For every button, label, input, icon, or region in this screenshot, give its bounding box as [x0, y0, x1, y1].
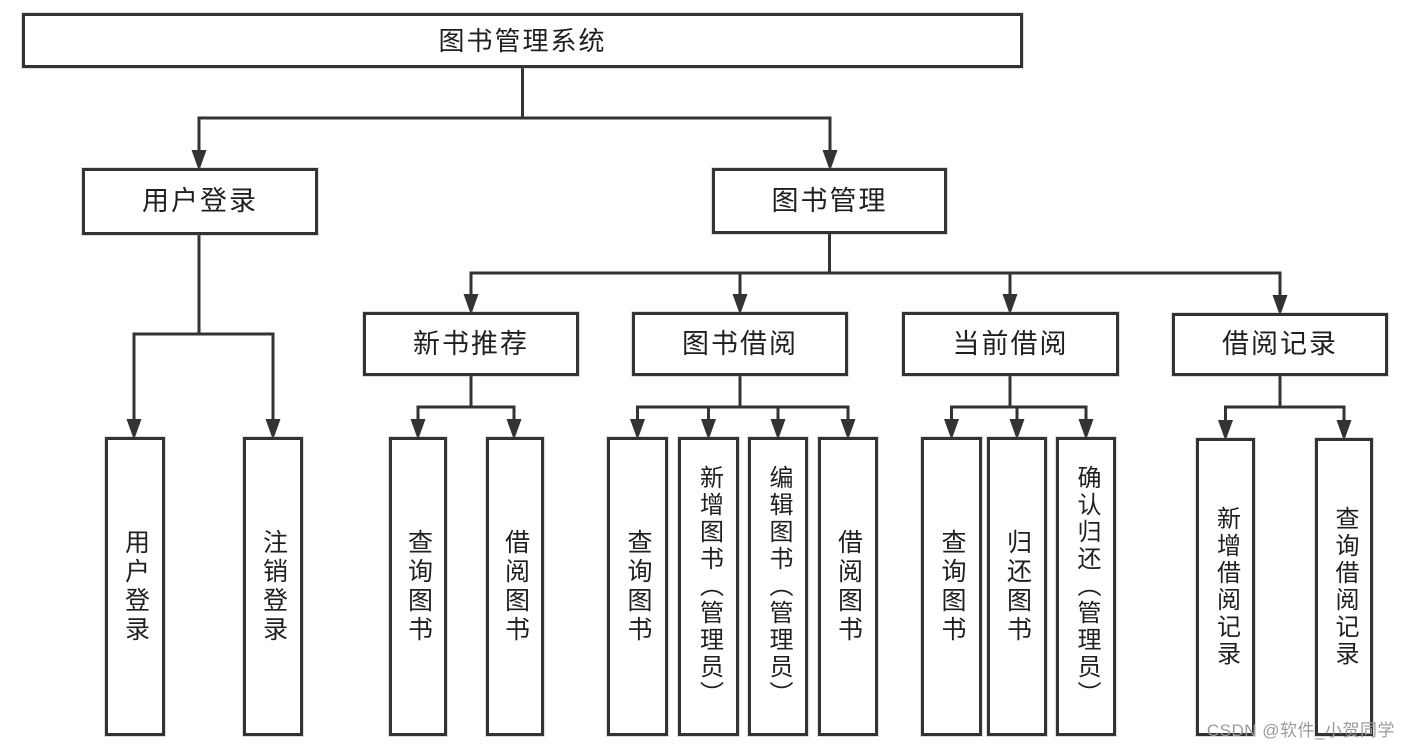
node-leaf-query-books-2: 查询图书 — [607, 437, 668, 736]
node-leaf-logout: 注销登录 — [243, 437, 303, 736]
node-book-management: 图书管理 — [712, 168, 947, 234]
node-leaf-user-login: 用户登录 — [105, 437, 165, 736]
node-leaf-return-books: 归还图书 — [987, 437, 1047, 736]
node-leaf-borrow-books-1: 借阅图书 — [486, 437, 544, 736]
node-leaf-query-books-1: 查询图书 — [389, 437, 447, 736]
node-leaf-add-borrow-record: 新增借阅记录 — [1196, 438, 1255, 736]
node-book-borrowing: 图书借阅 — [632, 312, 848, 376]
node-leaf-query-books-3: 查询图书 — [921, 437, 982, 736]
node-leaf-query-borrow-record: 查询借阅记录 — [1315, 438, 1373, 736]
node-current-borrowing: 当前借阅 — [902, 312, 1119, 376]
node-user-login: 用户登录 — [82, 168, 318, 235]
node-leaf-confirm-return-admin: 确认归还（管理员） — [1056, 437, 1116, 736]
node-new-book-recommend: 新书推荐 — [363, 312, 579, 376]
node-library-management-system: 图书管理系统 — [22, 13, 1023, 68]
node-borrowing-records: 借阅记录 — [1172, 313, 1388, 376]
node-leaf-add-books-admin: 新增图书（管理员） — [678, 437, 739, 736]
node-leaf-borrow-books-2: 借阅图书 — [818, 437, 878, 736]
csdn-watermark: CSDN @软件_小贺同学 — [1206, 721, 1395, 740]
node-leaf-edit-books-admin: 编辑图书（管理员） — [748, 437, 808, 736]
